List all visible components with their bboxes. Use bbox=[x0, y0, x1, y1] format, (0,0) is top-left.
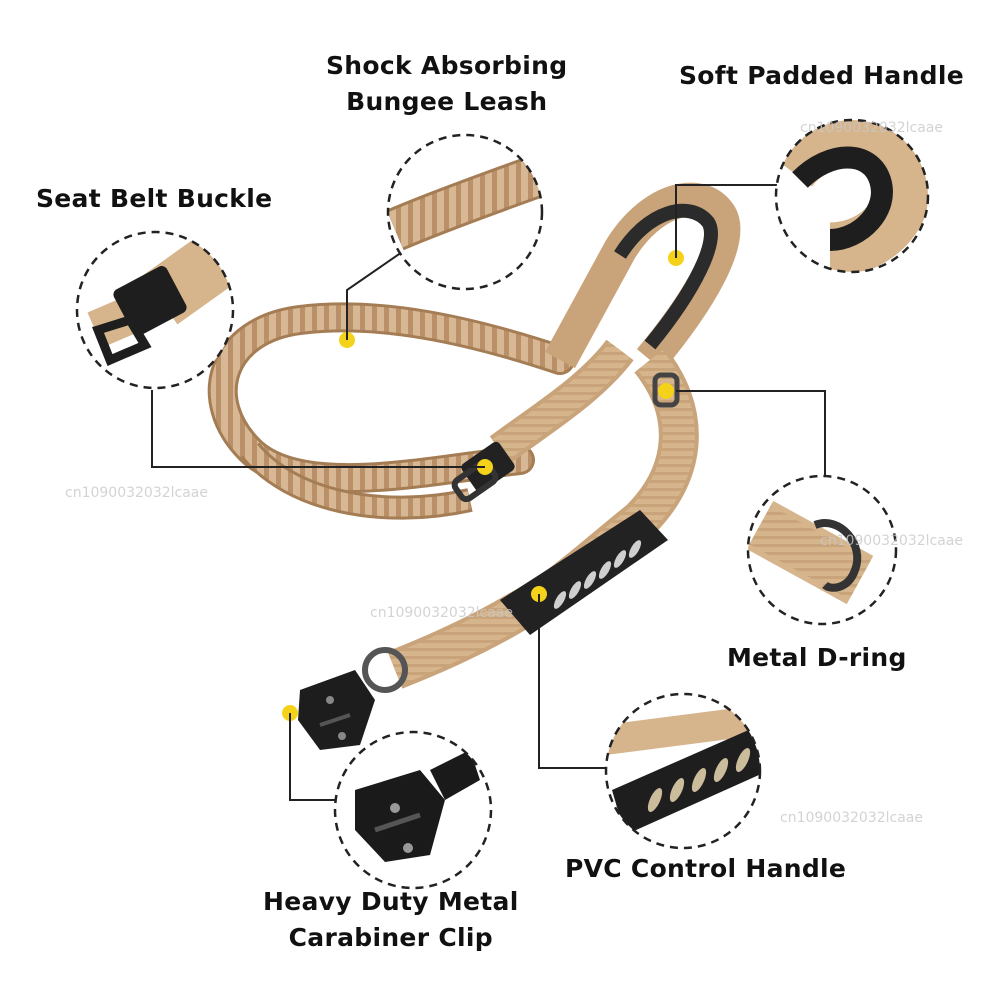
watermark: cn1090032032lcaae bbox=[780, 810, 924, 826]
label-line: PVC Control Handle bbox=[565, 854, 847, 883]
leader-lines bbox=[151, 184, 826, 801]
label-seat-belt-buckle: Seat Belt Buckle bbox=[36, 181, 272, 217]
carabiner bbox=[298, 670, 375, 750]
label-line: Soft Padded Handle bbox=[679, 61, 964, 90]
label-line: Metal D-ring bbox=[727, 643, 907, 672]
detail-seat-belt-buckle bbox=[75, 230, 235, 390]
watermark: cn1090032032lcaae bbox=[800, 120, 944, 136]
label-line: Bungee Leash bbox=[346, 87, 548, 117]
label-line: Seat Belt Buckle bbox=[36, 184, 273, 213]
o-ring bbox=[362, 647, 408, 693]
pvc-handle bbox=[500, 510, 668, 635]
label-line: Heavy Duty Metal bbox=[263, 887, 519, 916]
detail-d-ring bbox=[746, 474, 898, 626]
detail-bungee bbox=[386, 133, 544, 291]
watermark: cn1090032032lcaae bbox=[820, 533, 964, 549]
watermark: cn1090032032lcaae bbox=[370, 605, 514, 621]
label-shock-absorbing: Shock Absorbing Bungee Leash bbox=[326, 48, 567, 121]
watermark: cn1090032032lcaae bbox=[65, 485, 209, 501]
label-line: Carabiner Clip bbox=[288, 923, 493, 953]
label-soft-padded-handle: Soft Padded Handle bbox=[679, 58, 964, 94]
label-pvc-control-handle: PVC Control Handle bbox=[565, 851, 846, 887]
label-carabiner-clip: Heavy Duty Metal Carabiner Clip bbox=[263, 884, 519, 957]
label-line: Shock Absorbing bbox=[326, 51, 568, 80]
detail-pvc-handle bbox=[604, 692, 762, 850]
detail-carabiner bbox=[333, 730, 493, 890]
label-metal-d-ring: Metal D-ring bbox=[727, 640, 907, 676]
detail-soft-handle bbox=[774, 118, 930, 274]
